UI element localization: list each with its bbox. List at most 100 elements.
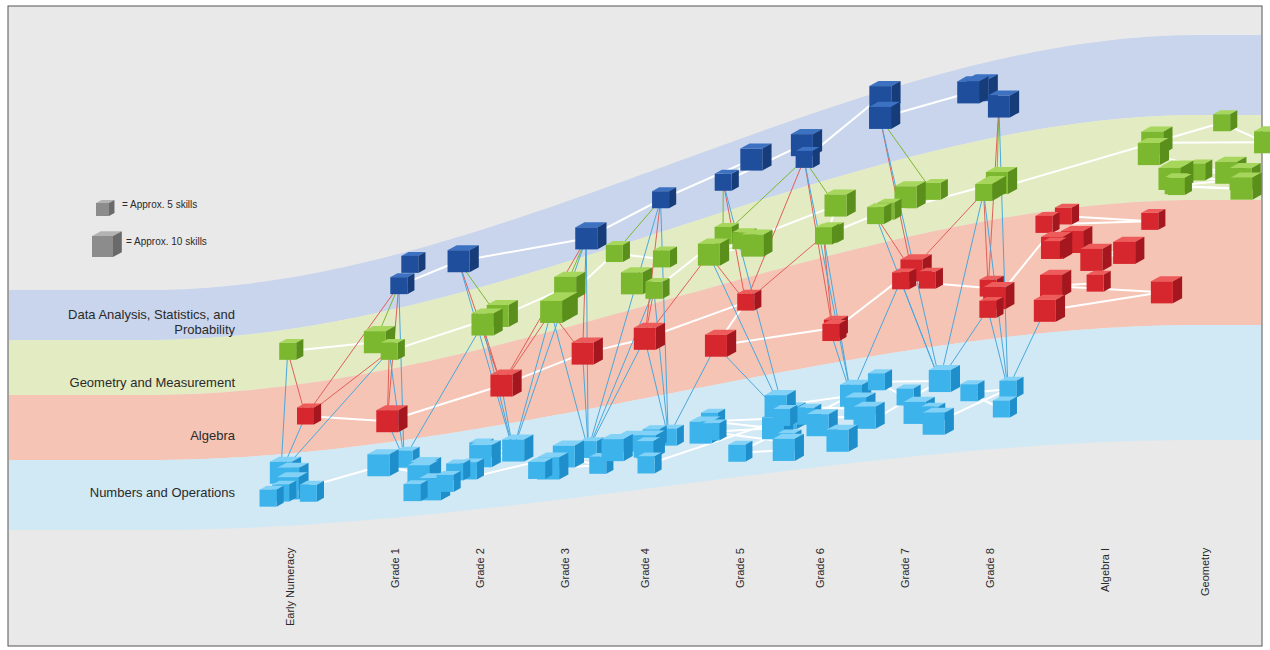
cube-front xyxy=(652,191,669,208)
skill-cube xyxy=(960,380,984,401)
cube-front xyxy=(1151,281,1173,303)
grade-label: Grade 4 xyxy=(639,548,651,588)
skill-cube xyxy=(826,425,857,452)
cube-front xyxy=(601,439,623,461)
skill-cube xyxy=(572,338,603,365)
skill-cube xyxy=(645,278,669,299)
cube-front xyxy=(1213,114,1230,131)
cube-front xyxy=(960,384,977,401)
cube-front xyxy=(957,81,979,103)
cube-side xyxy=(463,460,470,481)
cube-front xyxy=(1035,216,1052,233)
skill-cube xyxy=(737,290,761,311)
grade-label: Grade 2 xyxy=(474,548,486,588)
skill-cube xyxy=(300,481,324,502)
cube-front xyxy=(741,235,763,257)
cube-front xyxy=(367,454,389,476)
cube-side xyxy=(545,458,552,479)
cube-front xyxy=(502,440,524,462)
cube-side xyxy=(314,404,321,425)
skill-cube xyxy=(822,320,846,341)
cube-side xyxy=(317,481,324,502)
cube-front xyxy=(653,250,670,267)
cube-front xyxy=(988,96,1010,118)
cube-side xyxy=(562,296,571,323)
skill-cube xyxy=(540,296,571,323)
cube-side xyxy=(719,419,726,440)
cube-side xyxy=(509,300,518,327)
grade-label: Grade 6 xyxy=(814,548,826,588)
grade-label: Geometry xyxy=(1199,548,1211,596)
cube-front xyxy=(606,245,623,262)
cube-front xyxy=(773,439,795,461)
cube-side xyxy=(662,278,669,299)
cube-side xyxy=(996,297,1003,318)
skill-cube xyxy=(490,369,521,396)
skill-cube xyxy=(698,239,729,266)
cube-side xyxy=(512,369,521,396)
cube-front xyxy=(403,484,420,501)
cube-side xyxy=(839,320,846,341)
skill-link xyxy=(459,261,514,450)
cube-front xyxy=(815,227,832,244)
skill-link xyxy=(988,309,1008,389)
skill-cube xyxy=(1035,212,1059,233)
cube-front xyxy=(740,149,762,171)
skill-cube xyxy=(892,268,916,289)
cube-side xyxy=(1102,244,1111,271)
grade-label: Grade 5 xyxy=(734,548,746,588)
skill-cube xyxy=(1138,138,1169,165)
bands-layer xyxy=(9,35,1261,530)
cube-front xyxy=(381,343,398,360)
skill-link xyxy=(804,159,832,328)
cube-side xyxy=(763,230,772,257)
skill-cube xyxy=(367,449,398,476)
cube-front xyxy=(279,343,296,360)
cube-front xyxy=(572,343,594,365)
cube-side xyxy=(493,308,502,335)
cube-front xyxy=(376,410,398,432)
skill-link xyxy=(404,325,482,460)
skill-cube xyxy=(924,179,948,200)
skill-cube xyxy=(1040,270,1071,297)
band-label: Data Analysis, Statistics, and Probabili… xyxy=(60,307,235,337)
cube-side xyxy=(623,434,632,461)
skill-cube xyxy=(740,144,771,171)
cube-front xyxy=(1138,143,1160,165)
cube-front xyxy=(1113,242,1135,264)
skill-cube xyxy=(1254,126,1270,153)
cube-side xyxy=(398,405,407,432)
skill-cube xyxy=(1080,244,1111,271)
cube-side xyxy=(670,246,677,267)
cube-front xyxy=(919,272,936,289)
skill-cube xyxy=(1213,110,1237,131)
cube-front xyxy=(300,485,317,502)
cube-front xyxy=(1040,275,1062,297)
cube-front xyxy=(728,445,745,462)
cube-front xyxy=(575,227,597,249)
cube-side xyxy=(623,241,630,262)
cube-front xyxy=(1230,178,1252,200)
cube-side xyxy=(575,441,584,468)
cube-side xyxy=(992,180,999,201)
cube-front xyxy=(540,301,562,323)
skill-link xyxy=(999,107,1008,390)
cube-side xyxy=(732,170,739,191)
cube-side xyxy=(407,273,414,294)
skill-cube xyxy=(979,297,1003,318)
skill-cube xyxy=(401,252,425,273)
cube-side xyxy=(951,365,960,392)
cube-side xyxy=(594,338,603,365)
skill-cube xyxy=(715,170,739,191)
cube-front xyxy=(490,375,512,397)
cube-side xyxy=(420,480,427,501)
grade-label: Grade 7 xyxy=(899,548,911,588)
skill-cube xyxy=(975,180,999,201)
skill-cube xyxy=(728,441,752,462)
cube-side xyxy=(398,339,405,360)
cube-side xyxy=(1052,212,1059,233)
skill-cube xyxy=(575,222,606,249)
skill-link xyxy=(940,193,984,382)
cube-side xyxy=(1158,209,1165,230)
